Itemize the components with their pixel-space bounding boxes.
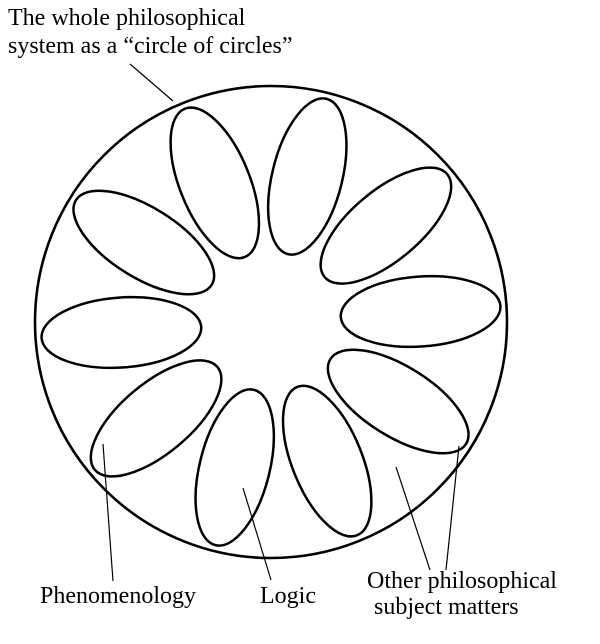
leader-line-phenomenology [102, 443, 114, 582]
subject-circle-ellipse [281, 384, 373, 538]
leader-line-other-2 [445, 445, 460, 571]
diagram-title-line2: system as a “circle of circles” [8, 33, 293, 59]
diagram-title-line1: The whole philosophical [8, 5, 246, 31]
subject-circle-ellipse [89, 359, 223, 478]
leader-line-logic [242, 487, 272, 581]
subject-circle-ellipse [266, 97, 348, 256]
subject-circle-ellipse [169, 106, 261, 260]
subject-circle-ellipse [319, 166, 453, 285]
subject-circle-ellipse [194, 388, 276, 547]
subject-circles-group [40, 97, 502, 547]
leader-line-title [129, 63, 174, 102]
subject-circle-ellipse [339, 274, 502, 349]
subject-circle-ellipse [72, 189, 216, 296]
subject-circle-ellipse [40, 295, 203, 370]
label-other-subjects-line1: Other philosophical [367, 568, 557, 594]
label-other-subjects: Other philosophical subject matters [367, 568, 557, 620]
label-logic: Logic [260, 583, 316, 609]
leader-line-other-1 [395, 466, 431, 571]
label-other-subjects-line2: subject matters [374, 594, 519, 620]
subject-circle-ellipse [326, 348, 470, 455]
outer-system-circle [33, 84, 509, 560]
diagram-title: The whole philosophical system as a “cir… [8, 4, 293, 60]
label-phenomenology: Phenomenology [40, 583, 196, 609]
